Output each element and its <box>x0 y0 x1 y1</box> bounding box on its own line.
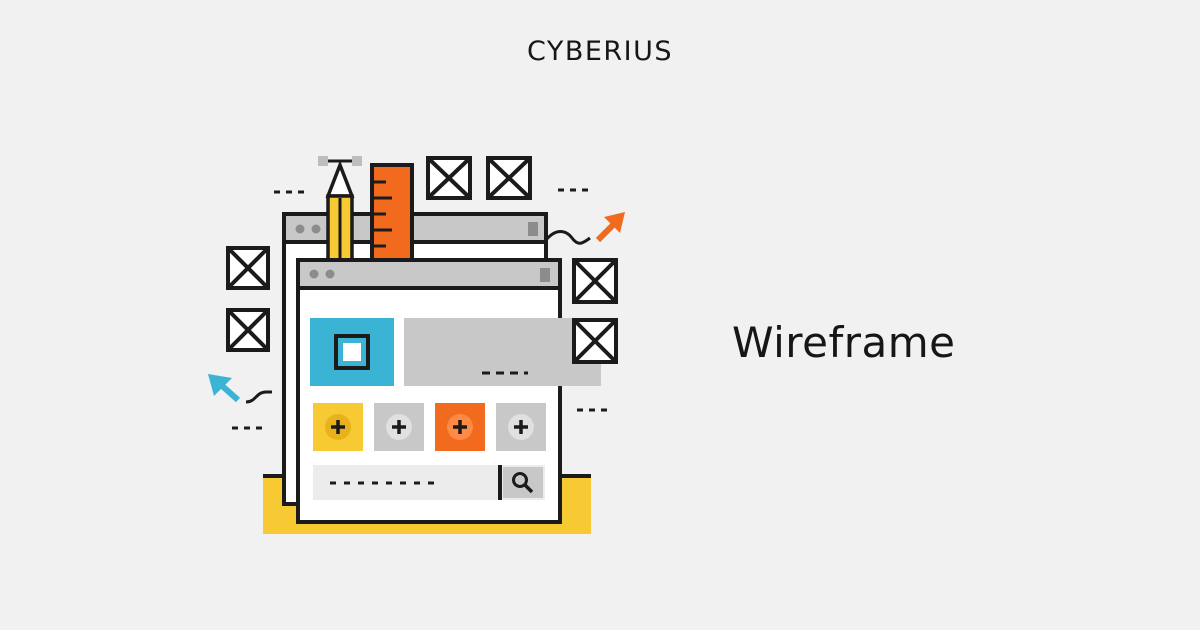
text-block-placeholder <box>404 318 601 386</box>
plus-button-icon <box>435 403 485 451</box>
image-placeholder-icon <box>572 318 618 364</box>
image-placeholder-icon <box>572 258 618 304</box>
brand-logo: CYBERIUS <box>526 36 674 67</box>
plus-button-icon <box>374 403 424 451</box>
image-placeholder-icon <box>426 156 472 200</box>
selection-box-icon <box>310 318 394 386</box>
ruler-icon <box>370 163 414 263</box>
image-placeholder-icon <box>226 246 270 290</box>
plus-button-icon <box>313 403 363 451</box>
image-placeholder-icon <box>226 308 270 352</box>
plus-button-icon <box>496 403 546 451</box>
page-title: Wireframe <box>732 318 956 367</box>
search-icon <box>512 472 534 494</box>
image-placeholder-icon <box>486 156 532 200</box>
wireframe-illustration <box>200 150 640 550</box>
arrow-up-left-icon <box>208 374 240 403</box>
squiggle-line <box>245 390 272 404</box>
dotted-line-decoration <box>232 188 612 430</box>
squiggle-line <box>544 230 591 245</box>
search-bar-placeholder <box>313 465 545 500</box>
arrow-up-right-icon <box>595 212 625 243</box>
